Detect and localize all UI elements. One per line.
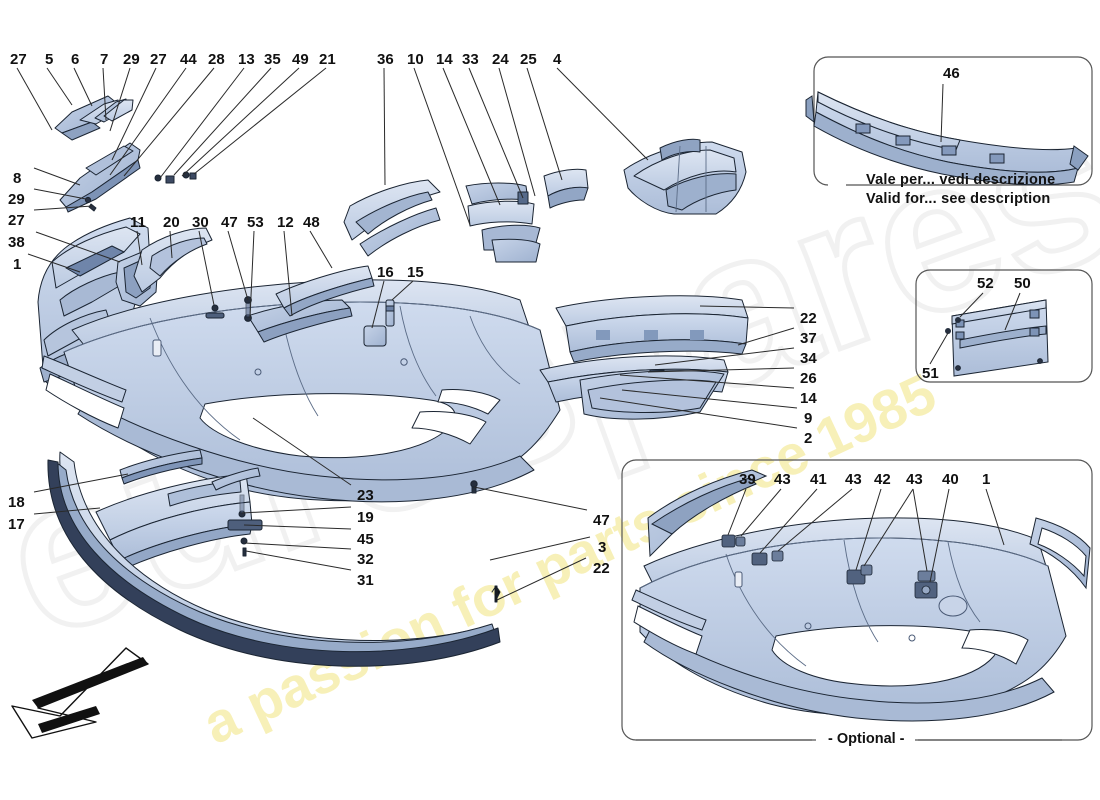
part-plate-16 <box>363 325 387 347</box>
part-diffuser-2 <box>579 370 725 420</box>
callout-1: 1 <box>13 256 22 273</box>
part-bracket-4 <box>623 138 747 215</box>
callout-8: 8 <box>13 170 22 187</box>
part-cover-48 <box>275 265 375 317</box>
callout-18: 18 <box>8 494 25 511</box>
callout-31: 31 <box>357 572 374 589</box>
callout-22: 22 <box>800 310 817 327</box>
callout-20: 20 <box>163 214 180 231</box>
callout-5: 5 <box>45 51 54 68</box>
callout-29: 29 <box>123 51 140 68</box>
direction-arrow-shade <box>32 657 148 708</box>
callout-40: 40 <box>942 471 959 488</box>
callout-12: 12 <box>277 214 294 231</box>
callout-1b: 1 <box>982 471 991 488</box>
callout-10: 10 <box>407 51 424 68</box>
callout-37: 37 <box>800 330 817 347</box>
part-lower-valance-17 <box>95 473 253 569</box>
callout-4: 4 <box>553 51 562 68</box>
fastener-52 <box>955 317 961 323</box>
callout-11: 11 <box>130 214 146 231</box>
callout-27: 27 <box>10 51 27 68</box>
callout-21: 21 <box>319 51 336 68</box>
callout-38: 38 <box>8 234 25 251</box>
part-grille-12 <box>247 299 353 343</box>
callout-52: 52 <box>977 275 994 292</box>
callout-17: 17 <box>8 516 25 533</box>
part-clip-15 <box>385 299 395 327</box>
part-bracket-36 <box>343 179 441 257</box>
inset-caption-english: Valid for... see description <box>866 191 1051 207</box>
optional-caption: - Optional - <box>818 731 915 747</box>
callout-39: 39 <box>739 471 756 488</box>
part-splitter-37 <box>555 295 749 363</box>
callout-41: 41 <box>810 471 827 488</box>
callout-44: 44 <box>180 51 197 68</box>
callout-25: 25 <box>520 51 537 68</box>
callout-43: 43 <box>774 471 791 488</box>
callout-36: 36 <box>377 51 394 68</box>
callout-24: 24 <box>492 51 509 68</box>
callout-47: 47 <box>221 214 238 231</box>
callout-16: 16 <box>377 264 394 281</box>
inset-caption-italian: Vale per... vedi descrizione <box>866 172 1056 188</box>
callout-33: 33 <box>462 51 479 68</box>
callout-7: 7 <box>100 51 109 68</box>
part-bumper-beam-46 <box>805 91 1089 186</box>
part-group-small-trims-topleft <box>54 95 134 141</box>
callout-47b: 47 <box>593 512 610 529</box>
callout-6: 6 <box>71 51 80 68</box>
callout-49: 49 <box>292 51 309 68</box>
callout-53: 53 <box>247 214 264 231</box>
part-bracket-25 <box>543 168 589 209</box>
part-air-duct-20 <box>133 227 213 293</box>
callout-29b: 29 <box>8 191 25 208</box>
part-licence-plate-holder-50 <box>951 299 1049 377</box>
inset-bottom-right-frame <box>621 459 1093 741</box>
callout-9: 9 <box>804 410 813 427</box>
callout-32: 32 <box>357 551 374 568</box>
callout-27b: 27 <box>150 51 167 68</box>
callout-43b: 43 <box>845 471 862 488</box>
part-lower-rail-3 <box>47 451 501 667</box>
callout-14b: 14 <box>800 390 817 407</box>
callout-35: 35 <box>264 51 281 68</box>
callout-50: 50 <box>1014 275 1031 292</box>
callout-15: 15 <box>407 264 424 281</box>
part-optional-front-bumper-1 <box>631 469 1091 722</box>
callout-14: 14 <box>436 51 453 68</box>
direction-arrow <box>11 647 149 739</box>
callout-51: 51 <box>922 365 939 382</box>
callout-30: 30 <box>192 214 209 231</box>
callout-2: 2 <box>804 430 813 447</box>
part-main-front-bumper-2 <box>41 279 561 503</box>
direction-arrow-shade2 <box>38 706 100 733</box>
callout-45: 45 <box>357 531 374 548</box>
callout-28: 28 <box>208 51 225 68</box>
callout-48: 48 <box>303 214 320 231</box>
part-trim-18 <box>119 449 203 485</box>
callout-13: 13 <box>238 51 255 68</box>
callout-34: 34 <box>800 350 817 367</box>
callout-27c: 27 <box>8 212 25 229</box>
callout-19: 19 <box>357 509 374 526</box>
callout-43c: 43 <box>906 471 923 488</box>
callout-22b: 22 <box>593 560 610 577</box>
callout-26: 26 <box>800 370 817 387</box>
inset-mid-right-frame <box>915 269 1093 383</box>
part-cluster-mid-10-14-33-24 <box>465 182 541 263</box>
callout-46: 46 <box>943 65 960 82</box>
callout-3: 3 <box>598 539 607 556</box>
callout-23: 23 <box>357 487 374 504</box>
fastener-51 <box>945 328 951 334</box>
callout-42: 42 <box>874 471 891 488</box>
